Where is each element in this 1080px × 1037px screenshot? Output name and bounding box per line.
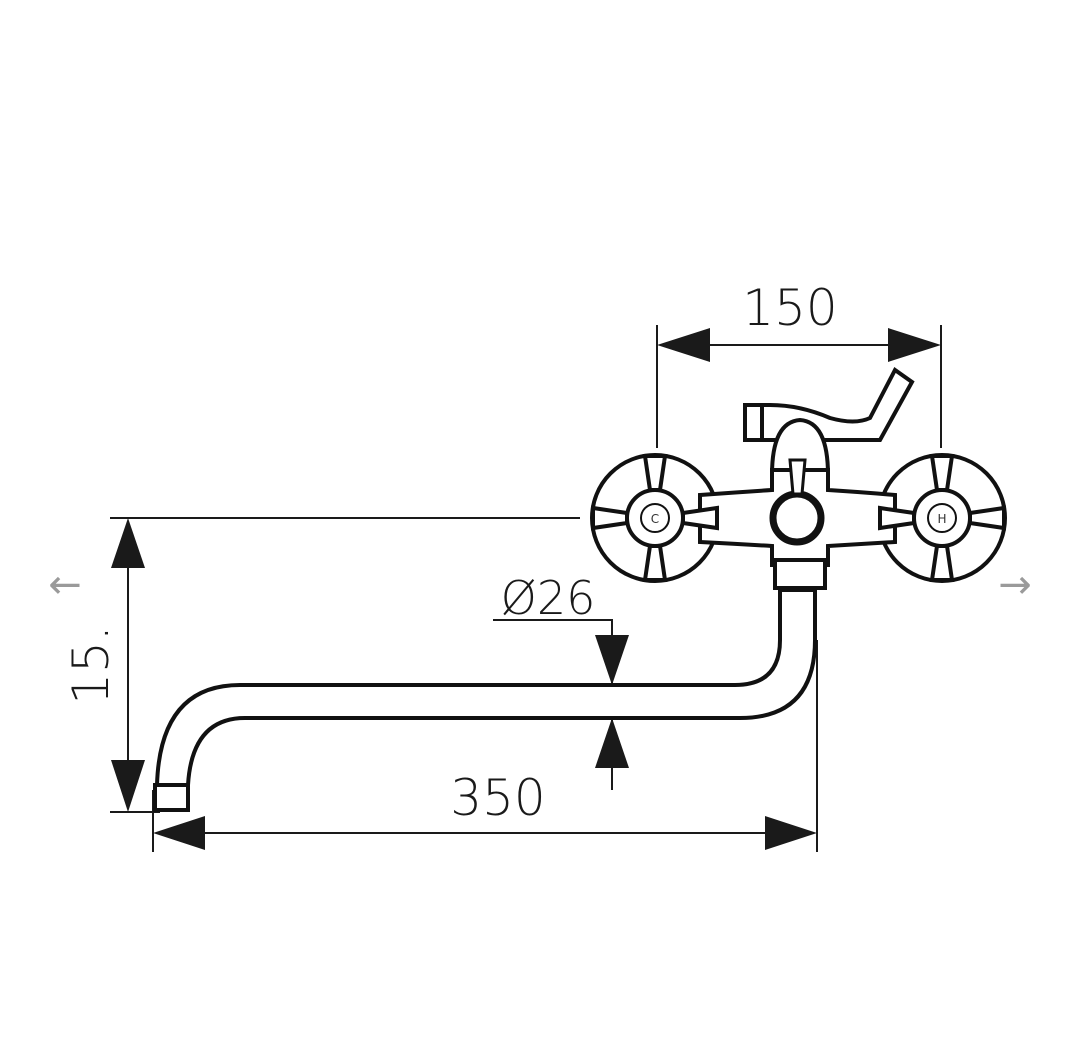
hot-label: H (937, 512, 946, 526)
next-image-button[interactable]: → (990, 560, 1040, 610)
cold-handle-cross (591, 454, 719, 582)
arrowhead (888, 328, 941, 362)
previous-image-button[interactable]: ← (40, 560, 90, 610)
arrowhead (765, 816, 817, 850)
dimension-label-350: 350 (450, 769, 545, 827)
dimension-arrowheads (111, 328, 941, 850)
center-knob-stem (788, 458, 807, 496)
arrow-right-icon: → (998, 562, 1032, 608)
arrowhead (595, 635, 629, 685)
spout-collar (773, 558, 827, 590)
spout (154, 588, 817, 787)
center-knob (769, 490, 825, 546)
diverter-housing (769, 417, 831, 477)
dimension-label-height: 15. (62, 625, 120, 705)
hot-handle-cross (878, 454, 1006, 582)
arrowhead (111, 518, 145, 568)
arrowhead (595, 718, 629, 768)
cold-label: C (651, 512, 659, 526)
dimension-label-150: 150 (742, 279, 837, 337)
arrowhead (657, 328, 710, 362)
spout-nozzle (153, 783, 190, 812)
arrowhead (153, 816, 205, 850)
arrow-left-icon: ← (48, 562, 82, 608)
arrowhead (111, 760, 145, 812)
dimension-label-diameter: Ø26 (501, 571, 596, 625)
diverter-lever (743, 367, 915, 442)
